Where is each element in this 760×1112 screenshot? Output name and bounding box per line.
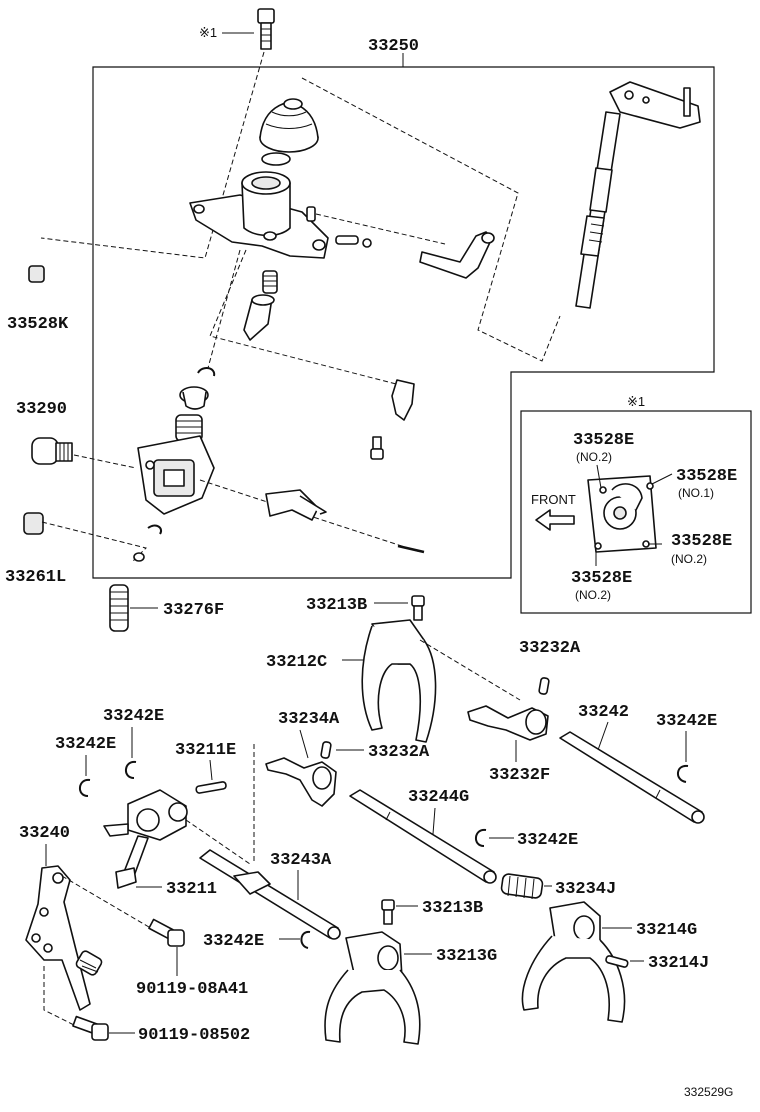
bolt-90119-08502: [72, 1015, 109, 1041]
label-33232f: 33232F: [489, 766, 550, 785]
small-ball: [133, 552, 145, 562]
bolt-33213b-low: [381, 899, 395, 925]
label-33261l: 33261L: [5, 568, 66, 587]
diagram-code: 332529G: [684, 1085, 733, 1099]
part-33261l: [23, 512, 44, 535]
inner-shift-lever: [419, 231, 495, 279]
part-33528k: [28, 265, 45, 283]
bolt-33213b-top: [411, 595, 425, 621]
bracket-33240: [25, 865, 103, 1011]
inset-note-3: (NO.2): [671, 552, 707, 566]
front-label: FRONT: [531, 492, 576, 507]
shaft-33243a: [199, 849, 341, 940]
clip-33242e-a: [79, 778, 91, 797]
inset-note-2: (NO.1): [678, 486, 714, 500]
pin-33214j: [605, 955, 629, 968]
label-33214g: 33214G: [636, 921, 697, 940]
inset-box: ※1 33528E (NO.2) 33528E (NO.1) 33528E (N…: [520, 394, 752, 614]
selector-housing: [137, 435, 215, 515]
inset-note-1: (NO.2): [576, 450, 612, 464]
label-33211: 33211: [166, 880, 217, 899]
label-33213b-low: 33213B: [422, 899, 483, 918]
clip-33242e-b: [125, 760, 137, 779]
label-33234j: 33234J: [555, 880, 616, 899]
label-33212c: 33212C: [266, 653, 327, 672]
label-33213g: 33213G: [436, 947, 497, 966]
front-arrow-icon: [535, 509, 575, 531]
label-33243a: 33243A: [270, 851, 332, 870]
part-33276f: [109, 584, 129, 632]
label-33242e-a: 33242E: [55, 735, 116, 754]
shift-lever-housing: [189, 171, 329, 259]
label-33290: 33290: [16, 400, 67, 419]
spring-retainer: [179, 386, 209, 410]
label-33528k: 33528K: [7, 315, 69, 334]
lever-33234a: [265, 757, 337, 807]
inset-label-1: 33528E: [573, 431, 634, 450]
label-33242e-e: 33242E: [203, 932, 264, 951]
label-33234a: 33234A: [278, 710, 340, 729]
note-mark-1: ※1: [199, 25, 217, 40]
label-33232a-top: 33232A: [519, 639, 581, 658]
fork-33214g: [521, 901, 626, 1023]
label-33240: 33240: [19, 824, 70, 843]
lever-bracket: [391, 379, 415, 421]
inset-housing: [587, 464, 673, 566]
pin-33211e: [195, 781, 227, 794]
label-90119-08a41: 90119-08A41: [136, 980, 248, 999]
bolt-b: [370, 436, 384, 460]
pin-b: [335, 235, 359, 245]
bolt-90119-08a41: [148, 918, 185, 947]
inset-note-4: (NO.2): [575, 588, 611, 602]
assembly-box-33250: [92, 66, 715, 579]
clip-33242e-e: [300, 930, 311, 949]
pin-33232a-mid: [320, 741, 332, 759]
label-33214j: 33214J: [648, 954, 709, 973]
lever-33232f: [467, 705, 549, 741]
label-33242e-b: 33242E: [103, 707, 164, 726]
label-33276f: 33276F: [163, 601, 224, 620]
label-33242: 33242: [578, 703, 629, 722]
label-33213b-top: 33213B: [306, 596, 367, 615]
shift-lever-boot: [259, 98, 319, 153]
inset-label-3: 33528E: [671, 532, 732, 551]
spring-plunger: [243, 270, 278, 341]
shift-interlock-lever: [265, 489, 327, 521]
inset-label-4: 33528E: [571, 569, 632, 588]
label-33250: 33250: [368, 37, 419, 56]
pin-33232a-top: [538, 677, 550, 695]
lever-33211: [103, 789, 188, 889]
pin-a: [306, 206, 316, 222]
ball: [362, 238, 372, 248]
label-33244g: 33244G: [408, 788, 469, 807]
top-bolt: [257, 8, 275, 50]
fork-33212c: [361, 619, 437, 743]
label-33242e-c: 33242E: [656, 712, 717, 731]
part-33290: [31, 437, 73, 465]
label-33211e: 33211E: [175, 741, 236, 760]
oil-seal: [261, 152, 291, 166]
fork-33213g: [324, 931, 421, 1045]
clip-33242e-c: [677, 764, 689, 783]
inset-title: ※1: [627, 394, 645, 409]
spring-33234j: [500, 873, 544, 900]
label-90119-08502: 90119-08502: [138, 1026, 250, 1045]
label-33242e-d: 33242E: [517, 831, 578, 850]
clip-33242e-d: [475, 828, 487, 847]
shaft-33242: [559, 731, 705, 824]
inset-label-2: 33528E: [676, 467, 737, 486]
shift-lever-shaft: [575, 81, 701, 309]
label-33232a-mid: 33232A: [368, 743, 430, 762]
shaft-33244g: [349, 789, 497, 884]
